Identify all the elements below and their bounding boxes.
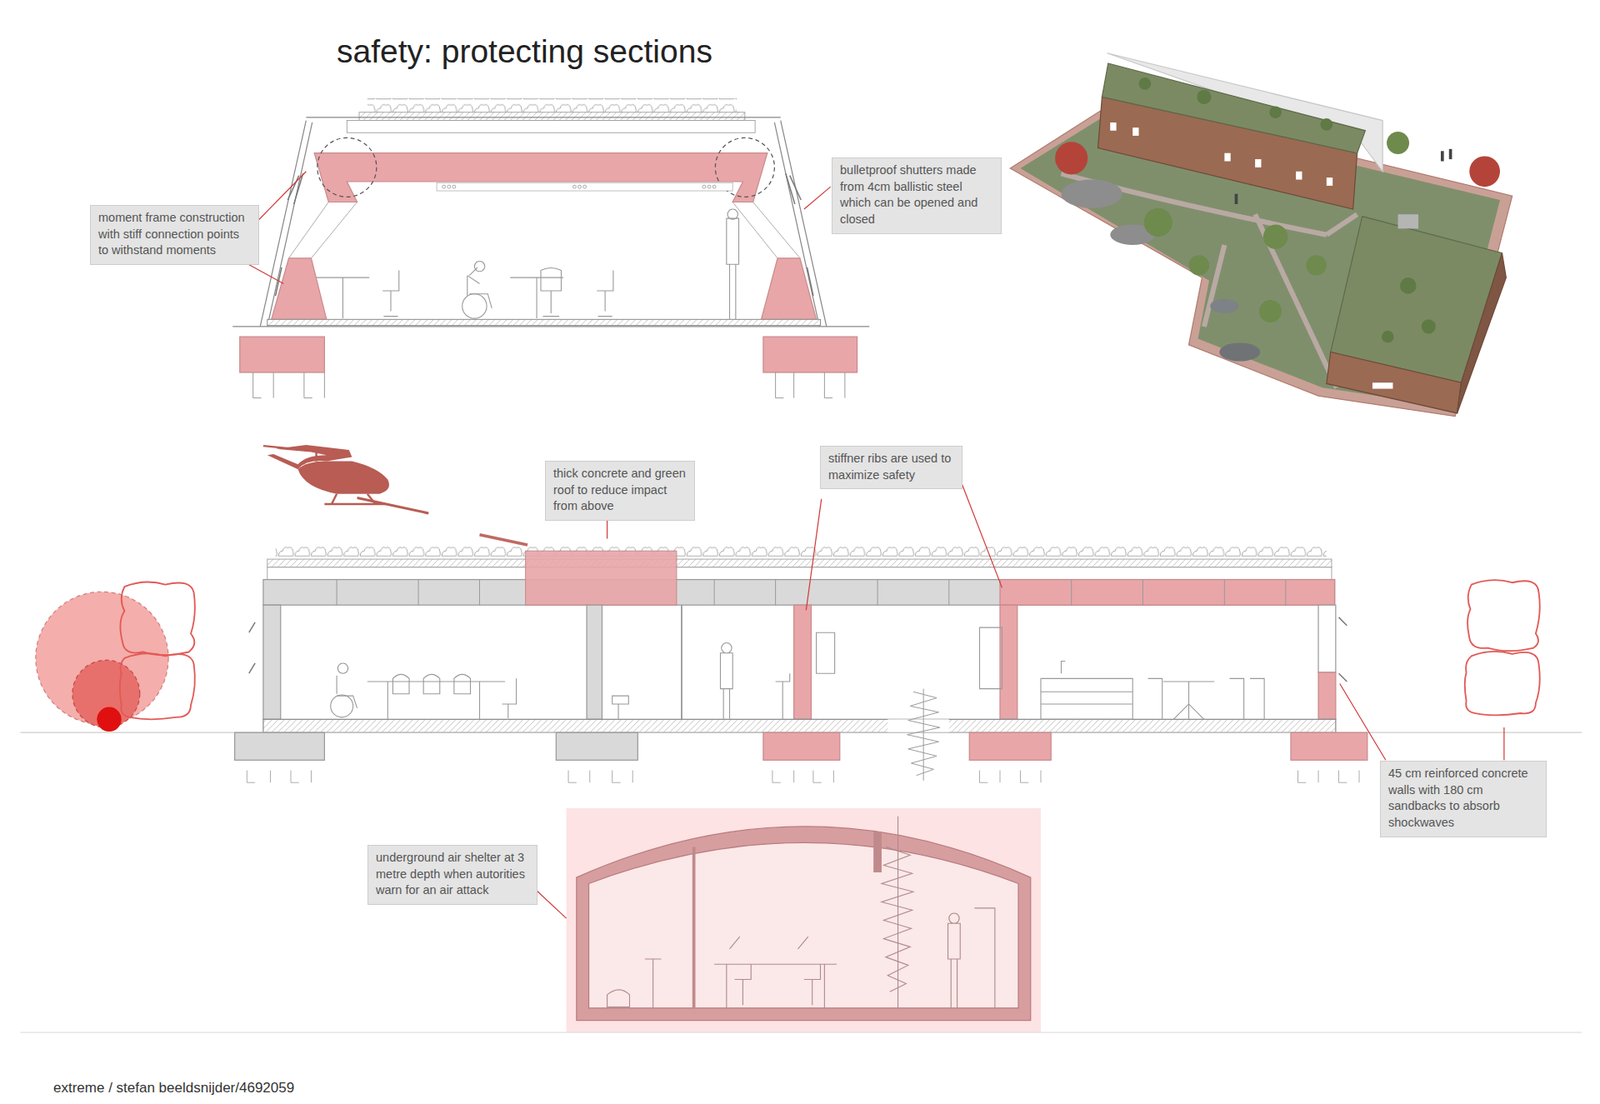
page-title: safety: protecting sections bbox=[336, 33, 713, 70]
callout-text: underground air shelter at 3 metre depth… bbox=[375, 850, 530, 900]
callout-box: underground air shelter at 3 metre depth… bbox=[367, 845, 538, 905]
callout-text: moment frame construction with stiff con… bbox=[98, 210, 251, 260]
callout-box: thick concrete and green roof to reduce … bbox=[545, 460, 695, 521]
top-section bbox=[232, 98, 870, 399]
callout-text: stiffner ribs are used to maximize safet… bbox=[828, 450, 955, 484]
air-shelter bbox=[536, 808, 1041, 1033]
long-section bbox=[20, 445, 1581, 783]
callout-box: bulletproof shutters made from 4cm balli… bbox=[831, 157, 1002, 235]
callout-text: bulletproof shutters made from 4cm balli… bbox=[840, 162, 994, 229]
callout-box: stiffner ribs are used to maximize safet… bbox=[820, 445, 963, 490]
callout-box: 45 cm reinforced concrete walls with 180… bbox=[1380, 760, 1547, 838]
callout-box: moment frame construction with stiff con… bbox=[90, 205, 260, 265]
site-isometric bbox=[1010, 53, 1512, 417]
callout-text: thick concrete and green roof to reduce … bbox=[553, 465, 687, 515]
callout-text: 45 cm reinforced concrete walls with 180… bbox=[1388, 765, 1539, 832]
page-caption: extreme / stefan beeldsnijder/4692059 bbox=[53, 1080, 295, 1097]
